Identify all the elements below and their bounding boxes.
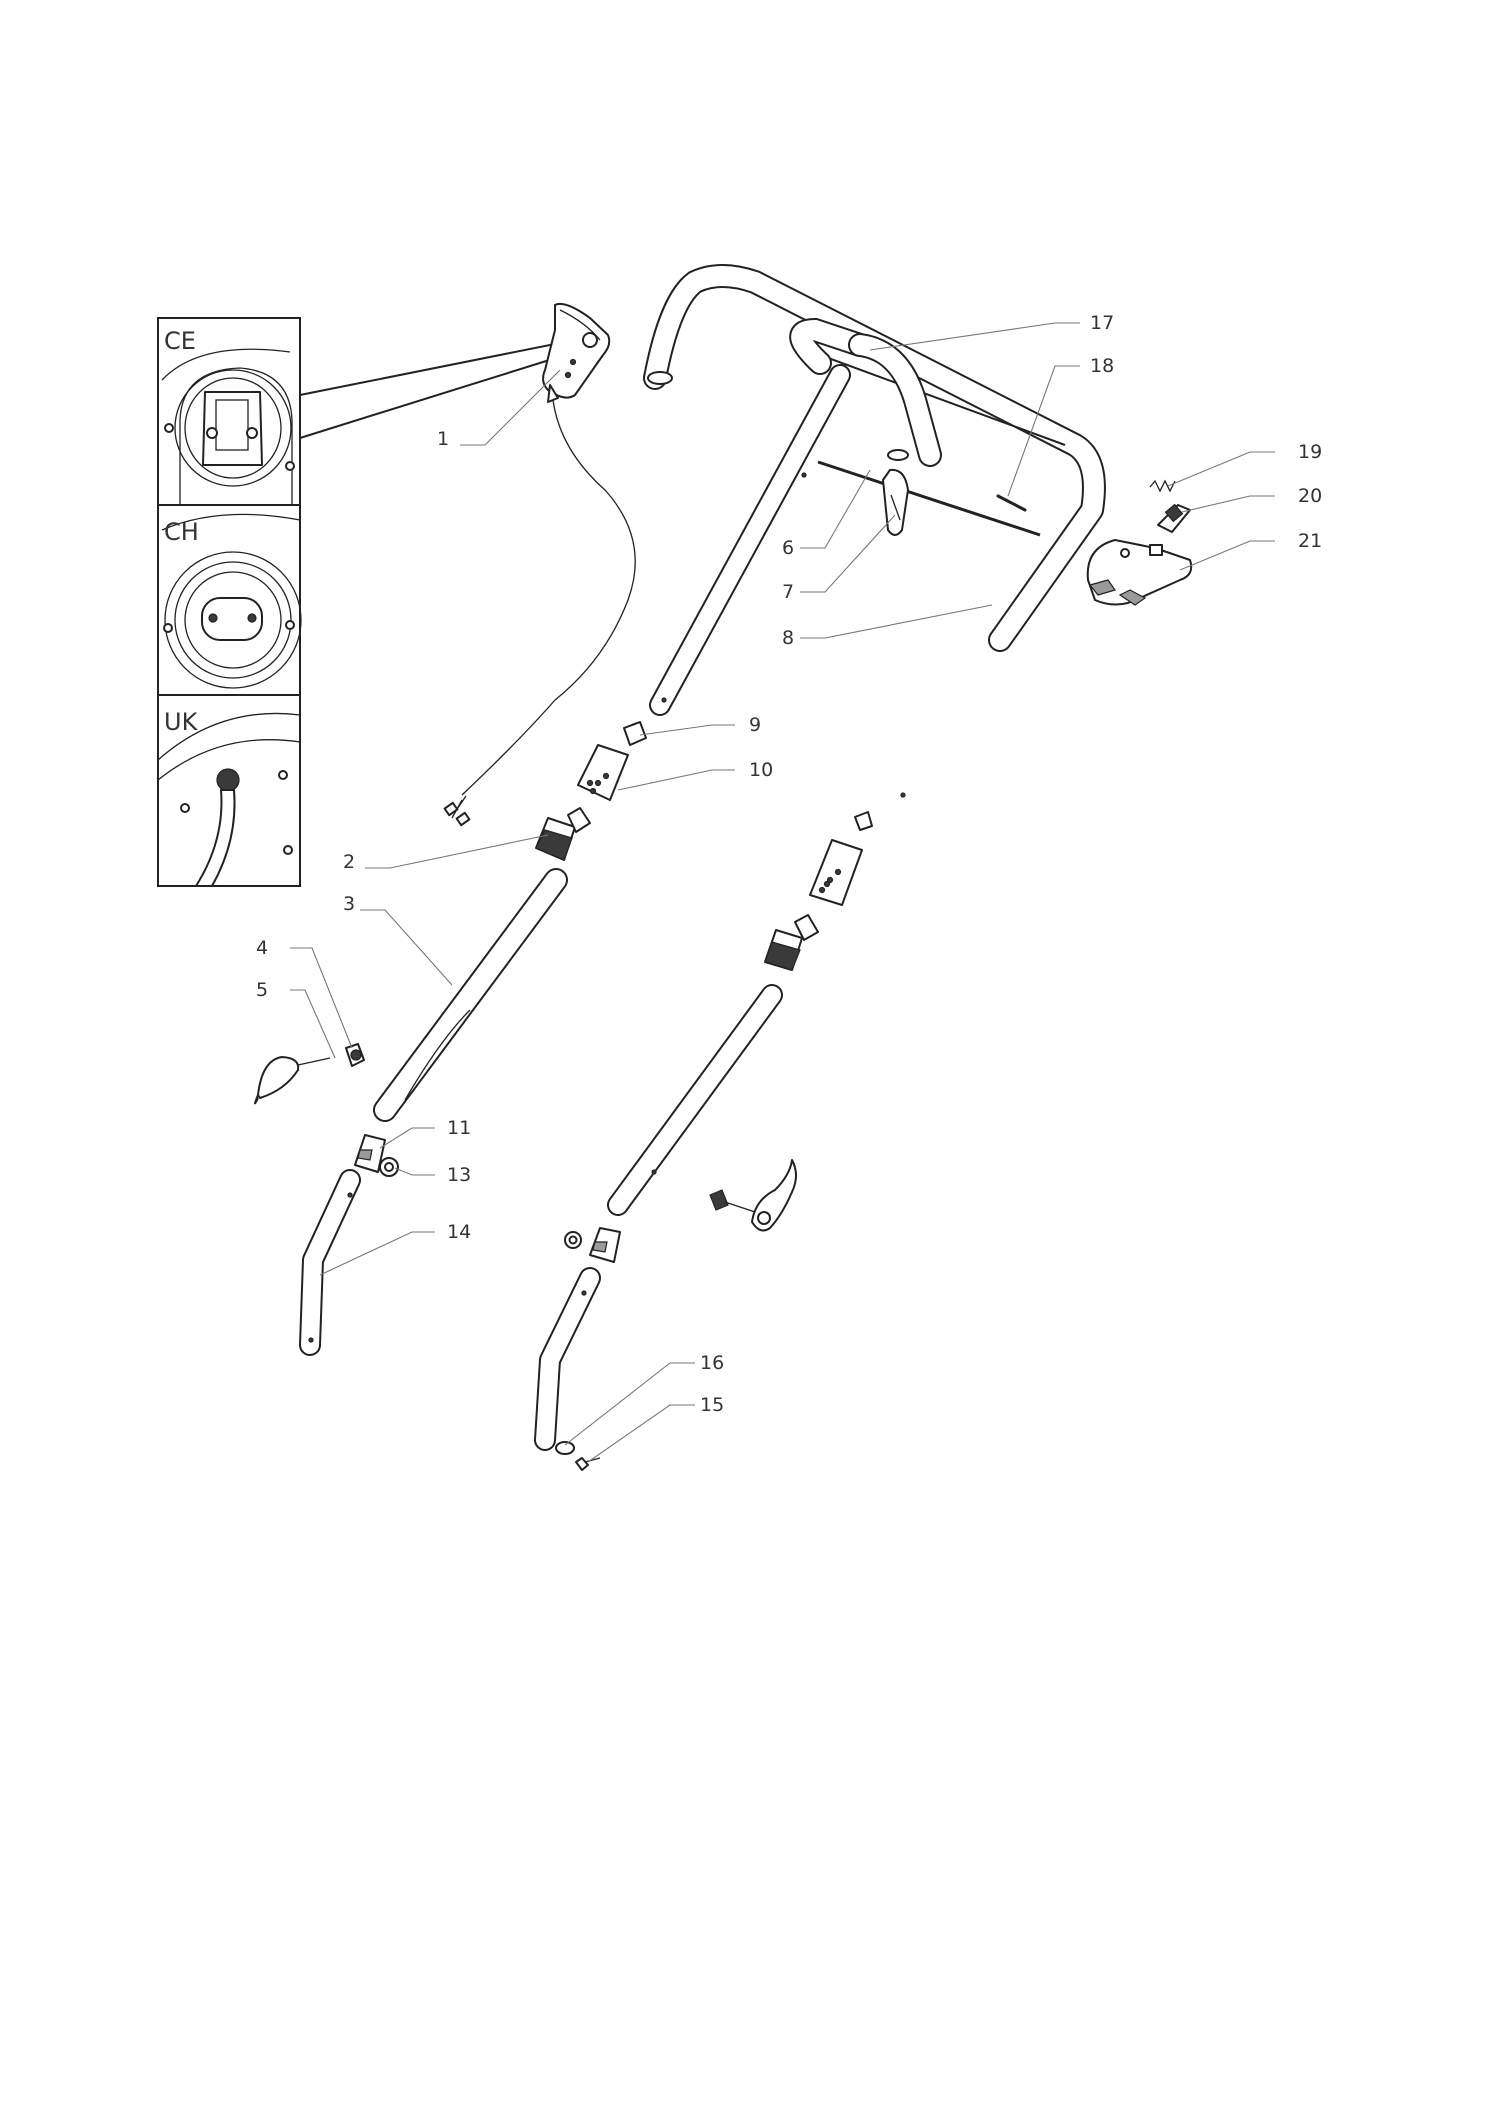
upper-handle: [643, 264, 1106, 798]
callout-19: 19: [1298, 441, 1322, 463]
plug-label-ch: CH: [164, 518, 199, 546]
callout-4: 4: [256, 937, 268, 959]
plug-label-uk: UK: [164, 708, 199, 736]
callout-18: 18: [1090, 355, 1114, 377]
callout-6: 6: [782, 537, 794, 559]
cable-rod: [817, 460, 1041, 537]
callout-11: 11: [447, 1117, 471, 1139]
callout-10: 10: [749, 759, 773, 781]
callout-13: 13: [447, 1164, 471, 1186]
leader-lines: [290, 322, 1275, 1463]
ce-socket-drawing: [161, 348, 295, 505]
callout-7: 7: [782, 581, 794, 603]
ch-socket-drawing: [161, 513, 302, 689]
callout-17: 17: [1090, 312, 1114, 334]
left-lower-handle: [299, 721, 647, 1356]
plug-label-ce: CE: [164, 327, 196, 355]
uk-socket-drawing: [157, 712, 301, 887]
right-knob-lever: [709, 1159, 797, 1232]
callout-1: 1: [437, 428, 449, 450]
cable-clamp-cluster: [1086, 479, 1193, 606]
callout-9: 9: [749, 714, 761, 736]
callout-20: 20: [1298, 485, 1322, 507]
plug-variants-panel: CE CH UK: [157, 317, 576, 887]
right-lower-handle: [534, 811, 873, 1471]
left-knob-lever: [254, 1043, 365, 1105]
callout-16: 16: [700, 1352, 724, 1374]
callout-15: 15: [700, 1394, 724, 1416]
callout-5: 5: [256, 979, 268, 1001]
callout-numbers: 1 2 3 4 5 6 7 8 9 10 11 13 14 15 16 17 1…: [256, 312, 1322, 1416]
callout-21: 21: [1298, 530, 1322, 552]
callout-14: 14: [447, 1221, 471, 1243]
callout-2: 2: [343, 851, 355, 873]
switch-box: [443, 302, 636, 827]
callout-8: 8: [782, 627, 794, 649]
callout-3: 3: [343, 893, 355, 915]
